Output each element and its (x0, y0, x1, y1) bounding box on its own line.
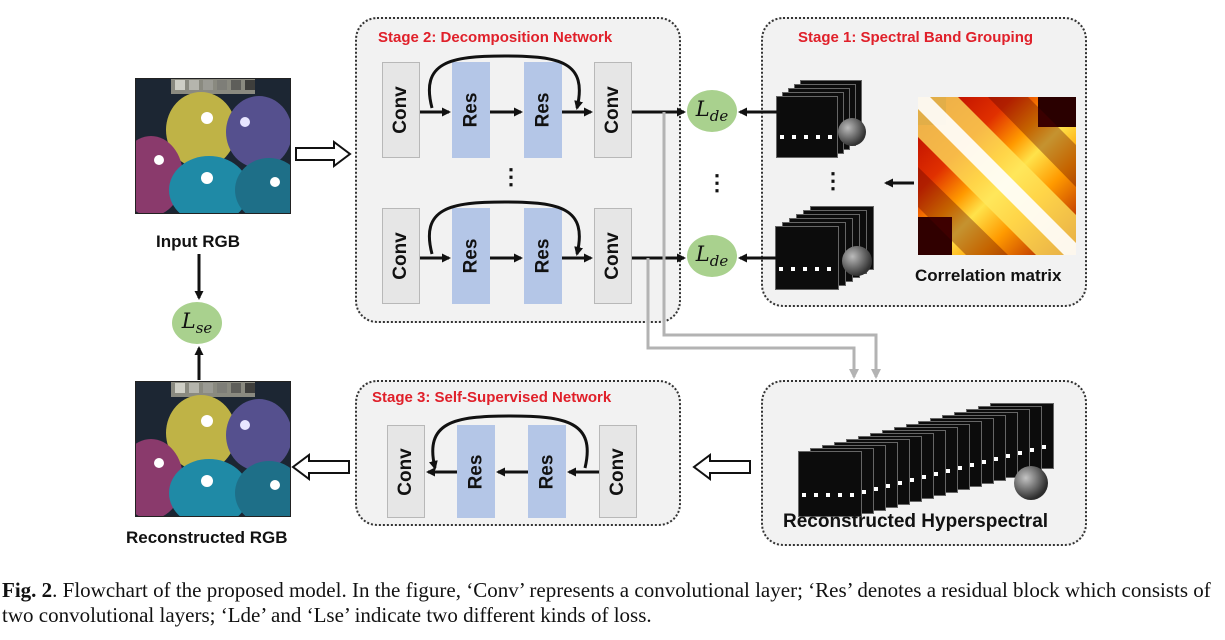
gray-arrow-bottom-output (646, 258, 859, 379)
hollow-arrow-input-to-stage2 (295, 140, 352, 168)
correlation-matrix-label: Correlation matrix (915, 266, 1062, 285)
stage3-title: Stage 3: Self-Supervised Network (372, 389, 612, 406)
loss-se: Lse (172, 302, 222, 344)
stage2-top-conv-in: Conv (382, 62, 420, 158)
stage3-conv-in: Conv (599, 425, 637, 518)
stage3-res-1: Res (528, 425, 566, 518)
input-rgb-label: Input RGB (156, 232, 241, 251)
stage2-top-res-2: Res (524, 62, 562, 158)
input-rgb-image (135, 78, 291, 214)
stage2-top-res-1: Res (452, 62, 490, 158)
correlation-matrix-image (918, 97, 1076, 255)
loss-de-bottom: Lde (687, 235, 737, 277)
stage2-title: Stage 2: Decomposition Network (378, 29, 613, 46)
gray-arrow-top-output (662, 112, 881, 379)
arrow-s2-bottom-skip (427, 200, 584, 256)
hollow-arrow-hyperspectral-to-stage3 (692, 453, 751, 481)
figure-caption: Fig. 2. Flowchart of the proposed model.… (2, 578, 1222, 628)
reconstructed-hyperspectral-label: Reconstructed Hyperspectral (783, 511, 1049, 532)
stage3-res-2: Res (457, 425, 495, 518)
stage2-bottom-conv-out: Conv (594, 208, 632, 304)
reconstructed-rgb-image (135, 381, 291, 517)
stage1-title: Stage 1: Spectral Band Grouping (798, 29, 1034, 46)
stage2-top-conv-out: Conv (594, 62, 632, 158)
stage3-conv-out: Conv (387, 425, 425, 518)
caption-text: . Flowchart of the proposed model. In th… (2, 578, 1211, 627)
stage2-bottom-conv-in: Conv (382, 208, 420, 304)
loss-de-top: Lde (687, 90, 737, 132)
stage2-bottom-res-1: Res (452, 208, 490, 304)
arrow-s2-top-skip (427, 54, 584, 110)
stage2-bottom-res-2: Res (524, 208, 562, 304)
caption-fig-label: Fig. 2 (2, 578, 53, 602)
hollow-arrow-stage3-to-output (291, 453, 350, 481)
reconstructed-rgb-label: Reconstructed RGB (126, 528, 288, 547)
arrow-s3-skip (428, 414, 589, 470)
